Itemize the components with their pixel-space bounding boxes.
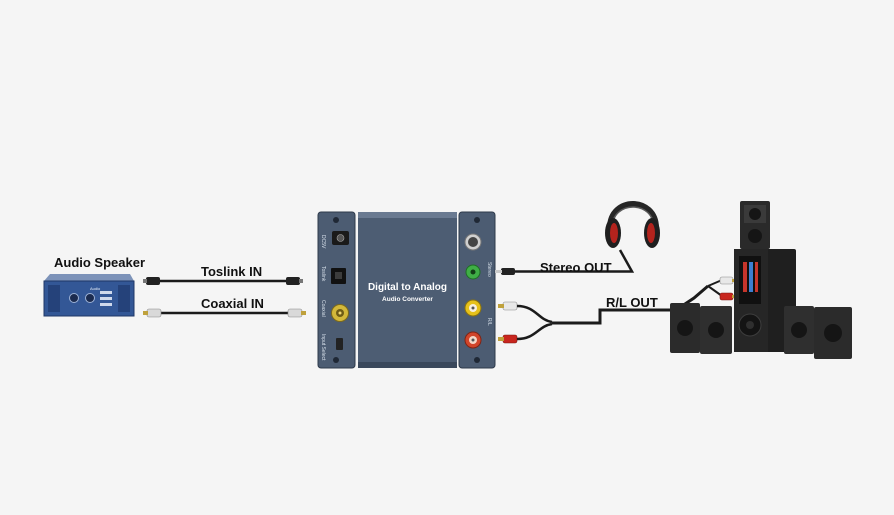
- converter-input-panel: DC5V Toslink Coaxial Input Select: [317, 211, 356, 369]
- headphones-device: [605, 201, 660, 248]
- stereo-port-label: Stereo: [486, 262, 492, 277]
- coaxial-cable: [143, 308, 306, 318]
- stereo-out-label: Stereo OUT: [540, 260, 612, 275]
- input-select-label: Input Select: [320, 334, 326, 361]
- amplifier-device: Audio: [43, 274, 135, 317]
- stereo-cable: [495, 249, 635, 275]
- rl-out-label: R/L OUT: [606, 295, 658, 310]
- rl-cable: [498, 276, 737, 344]
- amplifier-brand: Audio: [90, 286, 101, 291]
- power-label: DC5V: [320, 235, 326, 249]
- toslink-port-label: Toslink: [320, 266, 326, 282]
- coaxial-port-label: Coaxial: [320, 300, 326, 317]
- toslink-in-label: Toslink IN: [201, 264, 263, 279]
- converter-subtitle: Audio Converter: [382, 296, 433, 303]
- coaxial-in-label: Coaxial IN: [201, 296, 264, 311]
- toslink-cable: [143, 277, 303, 285]
- converter-output-panel: Stereo R/L: [458, 211, 496, 369]
- speaker-system: [670, 201, 852, 359]
- converter-body: Digital to Analog Audio Converter: [358, 212, 457, 368]
- audio-speaker-label: Audio Speaker: [54, 255, 146, 270]
- rl-port-label: R/L: [486, 318, 492, 326]
- converter-title: Digital to Analog: [368, 282, 447, 293]
